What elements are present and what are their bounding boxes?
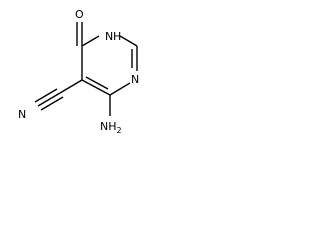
- bond-n3-c4: [109, 82, 131, 96]
- amino-group-label: NH2: [100, 120, 122, 135]
- nitrile-nitrogen-label: N: [18, 108, 26, 121]
- atom-labels: O N H N N NH2: [18, 8, 139, 135]
- bond-c-triple-n-3: [40, 96, 64, 111]
- bond-c4-c5-inner: [85, 76, 109, 90]
- ring-nitrogen-top-hydrogen-label: H: [113, 30, 121, 43]
- chemical-structure: O N H N N NH2: [18, 8, 139, 135]
- ring-bonds: [81, 35, 138, 96]
- bond-c-triple-n-1: [37, 92, 61, 107]
- bond-c6-n1: [81, 35, 100, 47]
- nitrile-bonds: [34, 79, 83, 111]
- amino-subscript: 2: [117, 126, 122, 135]
- bond-c4-c5: [81, 79, 111, 96]
- oxygen-label: O: [75, 8, 84, 21]
- amino-nh-text: NH: [100, 120, 117, 133]
- bond-c-triple-n-2: [34, 88, 58, 103]
- bond-c5-cn: [59, 79, 83, 94]
- ring-nitrogen-right-label: N: [131, 73, 139, 86]
- ring-nitrogen-top-label: N: [105, 30, 113, 43]
- bond-n1-c2: [119, 35, 138, 47]
- carbonyl-bond: [76, 22, 83, 46]
